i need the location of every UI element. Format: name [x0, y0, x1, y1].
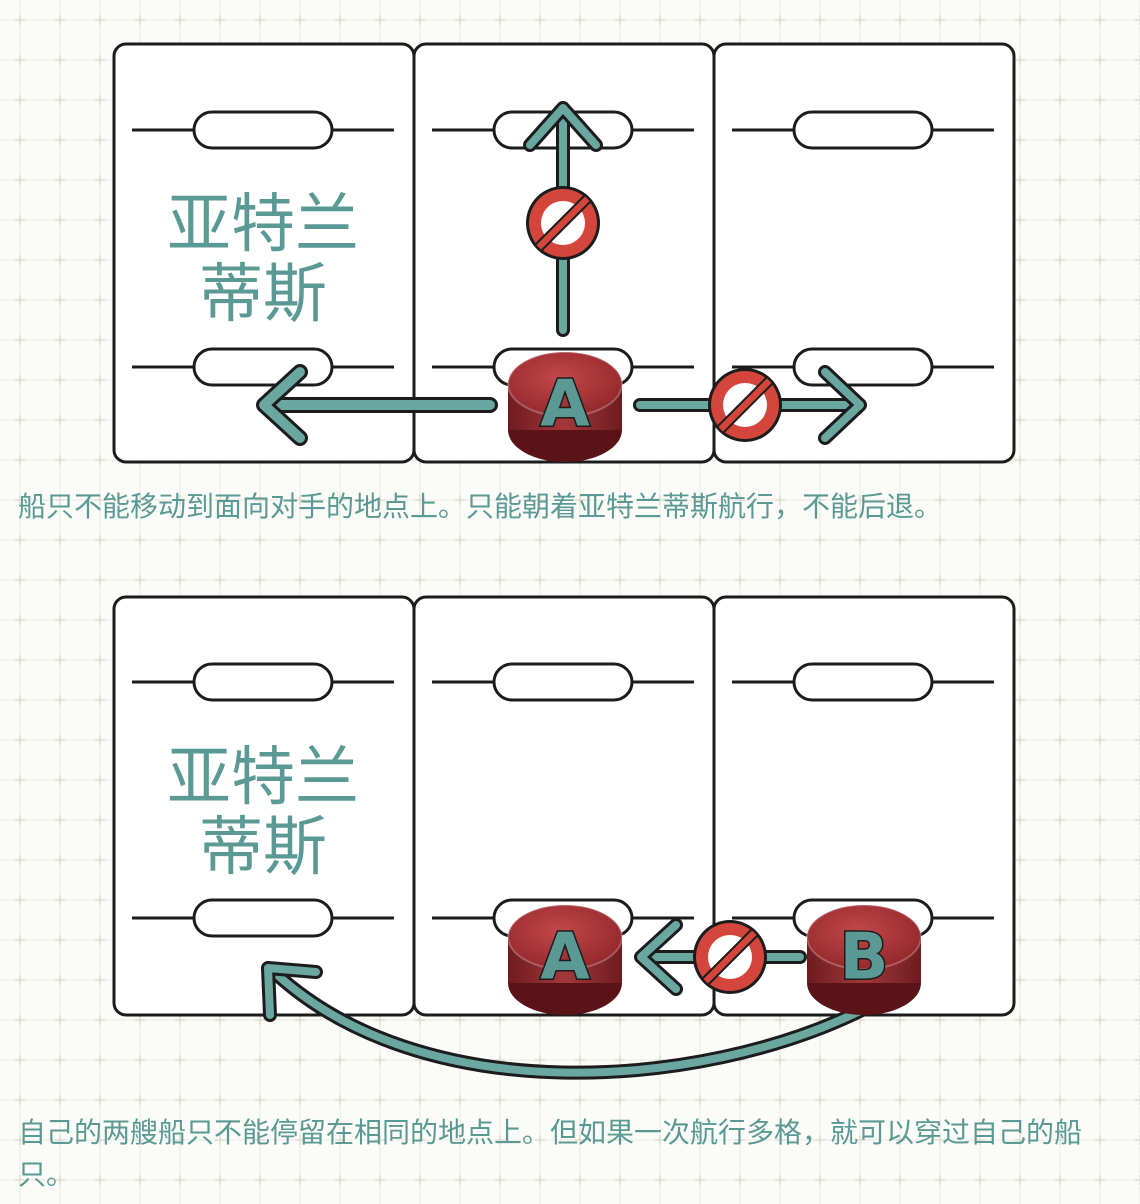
slot-marker [792, 662, 934, 702]
rule-caption-1: 船只不能移动到面向对手的地点上。只能朝着亚特兰蒂斯航行，不能后退。 [18, 490, 943, 523]
slot-marker [492, 662, 634, 702]
forbidden-icon [525, 185, 601, 261]
ship-piece-a: A [507, 904, 623, 1016]
panel-1: 亚特兰 蒂斯 A [112, 42, 1016, 464]
slot-marker [792, 347, 934, 387]
region-card-right [712, 42, 1016, 464]
slot-marker [792, 110, 934, 150]
panel-2: 亚特兰 蒂斯 A B [112, 595, 1016, 1080]
slot-marker [192, 110, 334, 150]
atlantis-label-line1: 亚特兰 [167, 741, 359, 815]
atlantis-label-line2: 蒂斯 [199, 258, 327, 332]
rule-caption-2: 自己的两艘船只不能停留在相同的地点上。但如果一次航行多格，就可以穿过自己的船只。 [18, 1116, 1083, 1191]
atlantis-label-line2: 蒂斯 [199, 811, 327, 885]
ship-piece-a: A [507, 351, 623, 463]
slot-marker [192, 898, 334, 938]
piece-label: A [540, 368, 590, 442]
curved-arrow-icon [261, 961, 869, 1080]
forbidden-icon [692, 919, 768, 995]
slot-marker [192, 347, 334, 387]
atlantis-label-line1: 亚特兰 [167, 188, 359, 262]
board-row-2 [112, 595, 1016, 1017]
forbidden-icon [707, 367, 783, 443]
arrow-left-icon [256, 364, 498, 446]
ship-piece-b: B [806, 904, 922, 1016]
slot-marker [192, 662, 334, 702]
piece-label: B [840, 921, 889, 995]
piece-label: A [540, 921, 590, 995]
